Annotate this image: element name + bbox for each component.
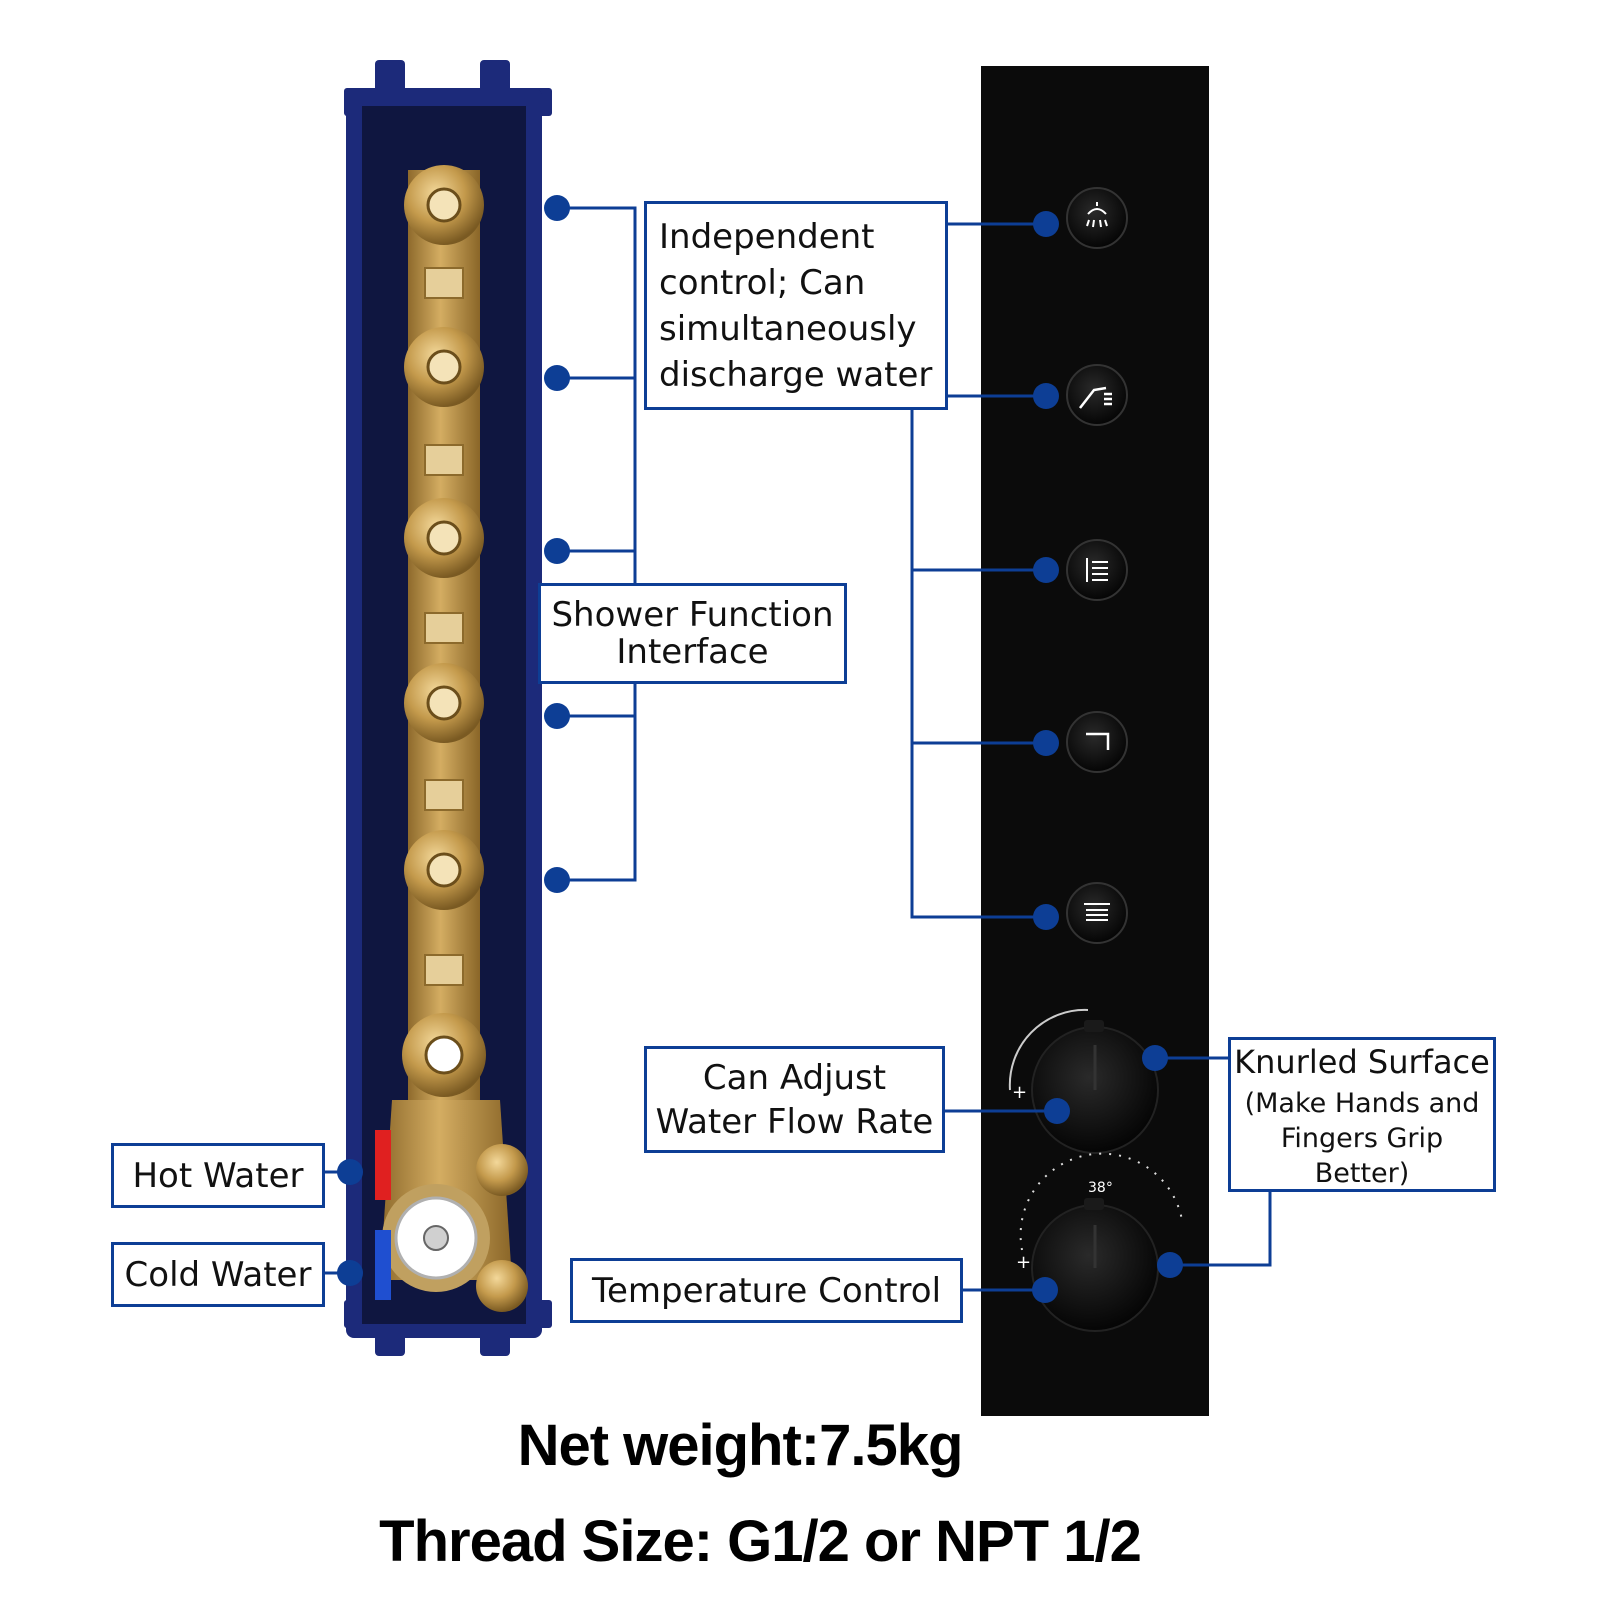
cartridge bbox=[404, 165, 484, 245]
control-panel: + 38° + bbox=[981, 66, 1209, 1416]
cartridge bbox=[404, 327, 484, 407]
callout-line: Independent bbox=[659, 216, 875, 257]
callout-line: Hot Water bbox=[132, 1155, 304, 1196]
knurled-surface-callout: Knurled Surface (Make Hands and Fingers … bbox=[1228, 1037, 1496, 1192]
cold-water-callout: Cold Water bbox=[111, 1242, 325, 1307]
callout-lines bbox=[325, 206, 1272, 1292]
flow-cartridge bbox=[402, 1013, 486, 1097]
callout-line: Interface bbox=[616, 631, 769, 672]
function-buttons bbox=[1066, 187, 1128, 944]
temp-plus-sign: + bbox=[1016, 1252, 1031, 1273]
tub-spout-icon bbox=[1086, 732, 1110, 750]
tub-spout-button[interactable] bbox=[1066, 711, 1128, 773]
cold-inlet-marker bbox=[375, 1230, 391, 1300]
callout-line: Water Flow Rate bbox=[655, 1101, 934, 1142]
valve-cartridges bbox=[382, 165, 528, 1312]
net-weight-spec: Net weight:7.5kg bbox=[517, 1413, 964, 1478]
temp-scale-label: 38° bbox=[1088, 1180, 1113, 1196]
hand-shower-button[interactable] bbox=[1066, 364, 1128, 426]
callout-line: (Make Hands and bbox=[1244, 1088, 1480, 1119]
callout-line: control; Can bbox=[659, 262, 866, 303]
cartridge bbox=[404, 830, 484, 910]
valve-box bbox=[344, 60, 552, 1356]
shower-head-button[interactable] bbox=[1066, 187, 1128, 249]
flow-scale-arc bbox=[1008, 1008, 1089, 1091]
thread-size-spec: Thread Size: G1/2 or NPT 1/2 bbox=[379, 1509, 1142, 1574]
shower-head-icon bbox=[1086, 202, 1108, 228]
callout-dots bbox=[337, 195, 1183, 1303]
inlet-caps bbox=[476, 1144, 528, 1312]
callout-line: Can Adjust bbox=[702, 1057, 887, 1098]
thermostatic-cartridge bbox=[382, 1184, 490, 1292]
body-jet-button[interactable] bbox=[1066, 539, 1128, 601]
shower-interface-callout: Shower Function Interface bbox=[538, 583, 847, 684]
flow-plus-sign: + bbox=[1012, 1082, 1027, 1103]
body-jet-icon bbox=[1086, 558, 1108, 582]
rain-shower-icon bbox=[1084, 903, 1110, 921]
callout-line: Fingers Grip Better) bbox=[1280, 1123, 1444, 1189]
hex-couplings bbox=[424, 267, 464, 986]
temperature-control-callout: Temperature Control bbox=[570, 1258, 963, 1323]
callout-line: Knurled Surface bbox=[1234, 1043, 1490, 1081]
callout-line: Temperature Control bbox=[591, 1270, 942, 1311]
hot-water-callout: Hot Water bbox=[111, 1143, 325, 1208]
hot-inlet-marker bbox=[375, 1130, 391, 1200]
callout-line: simultaneously bbox=[659, 308, 917, 349]
cartridge bbox=[404, 663, 484, 743]
cartridge bbox=[404, 498, 484, 578]
callout-line: Shower Function bbox=[551, 594, 834, 635]
callout-line: Cold Water bbox=[124, 1254, 312, 1295]
independent-control-callout: Independent control; Can simultaneously … bbox=[644, 201, 948, 410]
callout-line: discharge water bbox=[659, 354, 933, 395]
hand-shower-icon bbox=[1079, 386, 1112, 409]
rain-shower-button[interactable] bbox=[1066, 882, 1128, 944]
flow-rate-callout: Can Adjust Water Flow Rate bbox=[644, 1046, 945, 1153]
